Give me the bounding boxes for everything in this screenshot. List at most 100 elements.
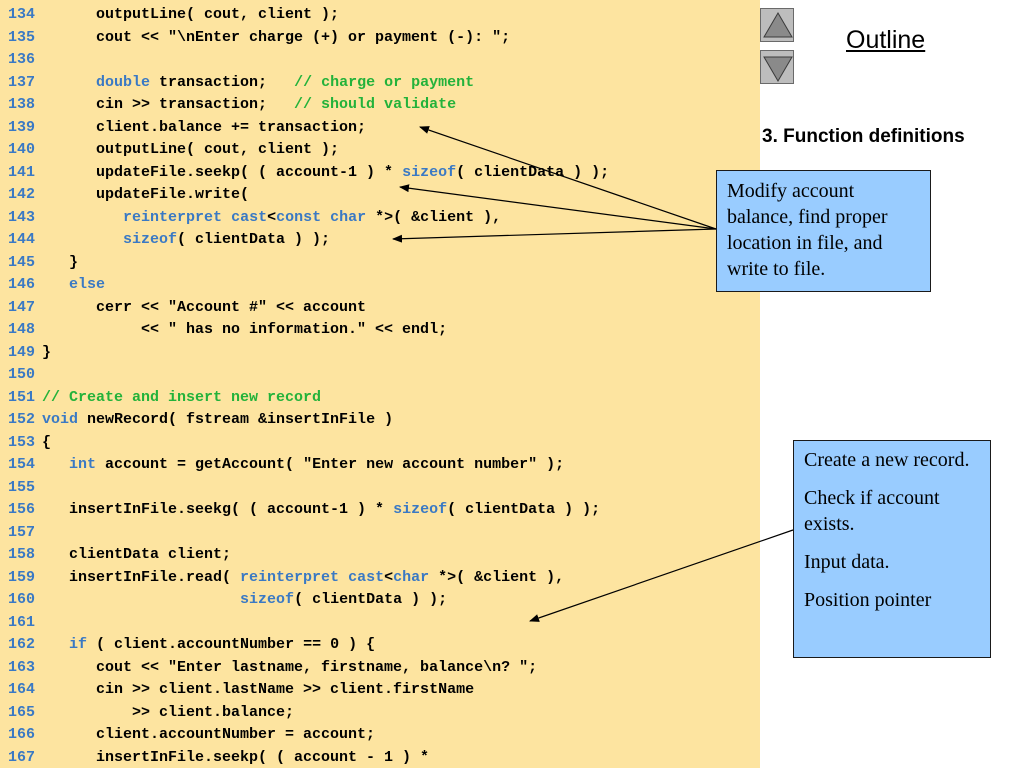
code-comment: // charge or payment <box>294 73 475 91</box>
code-text: updateFile.seekp( ( account-1 ) * <box>42 163 403 181</box>
callout-text: Check if account exists. <box>804 487 940 535</box>
code-line: 150 <box>0 364 42 386</box>
line-number: 157 <box>8 523 36 541</box>
code-text: { <box>42 433 52 451</box>
code-text <box>42 74 96 91</box>
code-line: 163 cout << "Enter lastname, firstname, … <box>0 657 537 679</box>
code-line: 149} <box>0 342 51 364</box>
code-line: 139 client.balance += transaction; <box>0 117 366 139</box>
code-keyword: sizeof <box>393 501 448 518</box>
code-line: 141 updateFile.seekp( ( account-1 ) * si… <box>0 162 609 184</box>
code-text: cin >> client.lastName >> client.firstNa… <box>42 681 475 698</box>
code-text: outputLine( cout, client ); <box>42 141 340 158</box>
code-line: 135 cout << "\nEnter charge (+) or payme… <box>0 27 510 49</box>
code-text: transaction; <box>150 73 295 91</box>
code-line: 143 reinterpret cast<const char *>( &cli… <box>0 207 501 229</box>
code-text <box>222 209 231 226</box>
code-text <box>42 636 69 653</box>
code-keyword: char <box>393 568 430 586</box>
code-keyword: sizeof <box>402 163 457 181</box>
line-number: 138 <box>8 96 36 113</box>
code-line: 154 int account = getAccount( "Enter new… <box>0 454 564 476</box>
triangle-up-icon <box>763 12 793 38</box>
previous-slide-button[interactable] <box>760 8 794 42</box>
code-text: ( client.accountNumber == 0 ) { <box>87 636 376 653</box>
code-line: 136 <box>0 49 42 71</box>
code-text: ( clientData ) ); <box>447 501 601 518</box>
code-keyword: else <box>69 276 106 293</box>
code-comment: // Create and insert new record <box>42 388 322 406</box>
code-line: 159 insertInFile.read( reinterpret cast<… <box>0 567 564 589</box>
code-keyword: char <box>330 208 367 226</box>
code-line: 160 sizeof( clientData ) ); <box>0 589 447 611</box>
callout-text: Position pointer <box>804 589 932 611</box>
line-number: 156 <box>8 501 36 518</box>
code-keyword: if <box>69 636 88 653</box>
code-text: *>( &client ), <box>366 208 502 226</box>
line-number: 153 <box>8 433 36 451</box>
code-keyword: double <box>96 73 151 91</box>
line-number: 165 <box>8 703 36 721</box>
line-number: 140 <box>8 141 36 158</box>
code-text: } <box>42 253 79 271</box>
line-number: 162 <box>8 636 36 653</box>
code-line: 158 clientData client; <box>0 544 231 566</box>
code-text: client.accountNumber = account; <box>42 726 376 743</box>
line-number: 143 <box>8 208 36 226</box>
outline-link[interactable]: Outline <box>846 26 926 54</box>
code-keyword: reinterpret <box>240 568 340 586</box>
code-text: ( clientData ) ); <box>294 591 448 608</box>
line-number: 160 <box>8 591 36 608</box>
code-comment: // should validate <box>294 96 457 113</box>
code-line: 153 { <box>0 432 51 454</box>
code-text: cerr << "Account #" << account <box>42 298 367 316</box>
code-text: < <box>267 208 277 226</box>
code-line: 147 cerr << "Account #" << account <box>0 297 366 319</box>
code-text: client.balance += transaction; <box>42 118 367 136</box>
code-text: } <box>42 343 52 361</box>
code-line: 142 updateFile.write( <box>0 184 249 206</box>
code-text: account = getAccount( "Enter new account… <box>96 456 565 473</box>
line-number: 149 <box>8 343 36 361</box>
line-number: 152 <box>8 411 36 428</box>
code-line: 162 if ( client.accountNumber == 0 ) { <box>0 634 375 656</box>
code-text: < <box>384 568 394 586</box>
code-text: cout << "\nEnter charge (+) or payment (… <box>42 28 511 46</box>
line-number: 134 <box>8 6 36 23</box>
code-keyword: sizeof <box>123 231 178 248</box>
code-line: 145 } <box>0 252 78 274</box>
line-number: 159 <box>8 568 36 586</box>
code-line: 167 insertInFile.seekp( ( account - 1 ) … <box>0 747 429 769</box>
code-text: insertInFile.read( <box>42 568 241 586</box>
code-text: newRecord( fstream &insertInFile ) <box>78 411 394 428</box>
code-text <box>42 209 123 226</box>
code-line: 164 cin >> client.lastName >> client.fir… <box>0 679 474 701</box>
code-line: 151 // Create and insert new record <box>0 387 321 409</box>
line-number: 148 <box>8 321 36 338</box>
code-line: 166 client.accountNumber = account; <box>0 724 375 746</box>
code-line: 138 cin >> transaction; // should valida… <box>0 94 456 116</box>
line-number: 136 <box>8 51 36 68</box>
code-text: cout << "Enter lastname, firstname, bala… <box>42 658 538 676</box>
code-keyword: int <box>69 456 97 473</box>
code-line: 134 outputLine( cout, client ); <box>0 4 339 26</box>
code-text <box>321 209 330 226</box>
callout-text: Create a new record. <box>804 449 970 471</box>
line-number: 135 <box>8 28 36 46</box>
line-number: 145 <box>8 253 36 271</box>
code-keyword: sizeof <box>240 591 295 608</box>
code-text: clientData client; <box>42 546 232 563</box>
line-number: 146 <box>8 276 36 293</box>
line-number: 137 <box>8 73 36 91</box>
code-line: 155 <box>0 477 42 499</box>
code-text: insertInFile.seekg( ( account-1 ) * <box>42 501 394 518</box>
code-text <box>339 569 348 586</box>
line-number: 151 <box>8 388 36 406</box>
code-text: insertInFile.seekp( ( account - 1 ) * <box>42 748 430 766</box>
line-number: 155 <box>8 478 36 496</box>
next-slide-button[interactable] <box>760 50 794 84</box>
code-listing-panel: 134 outputLine( cout, client );135 cout … <box>0 0 760 768</box>
code-text: outputLine( cout, client ); <box>42 6 340 23</box>
line-number: 158 <box>8 546 36 563</box>
